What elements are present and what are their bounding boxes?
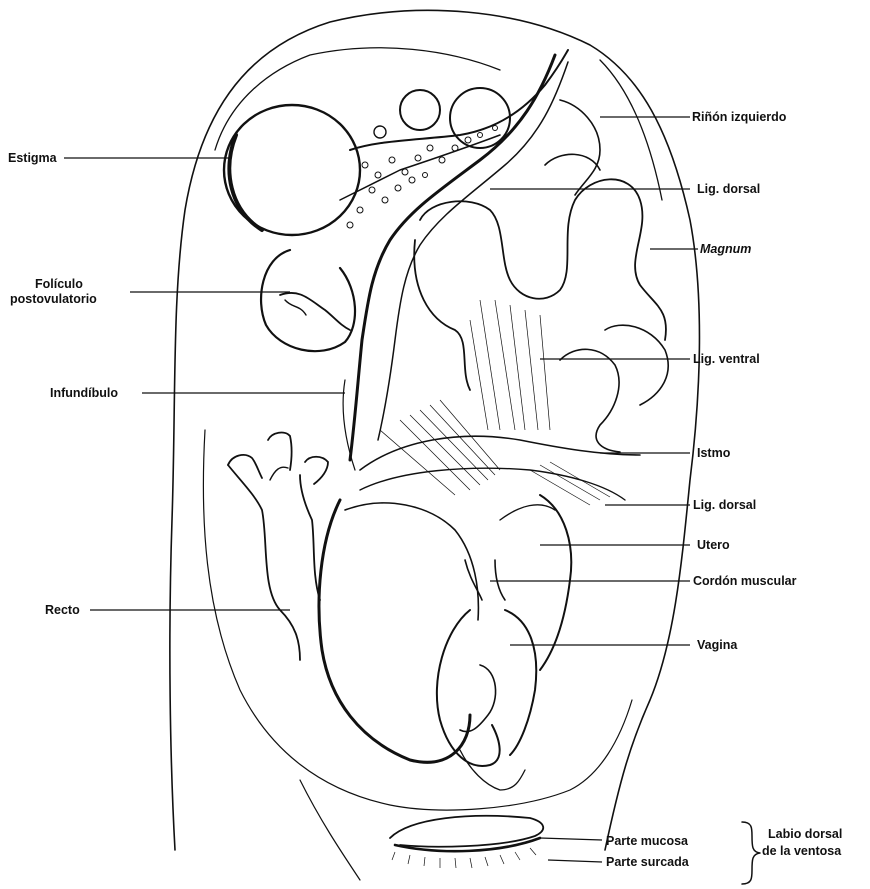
leader-lines — [64, 117, 698, 862]
label-rinon-izquierdo: Riñón izquierdo — [692, 110, 787, 124]
ventosa-lip — [390, 816, 543, 868]
label-estigma: Estigma — [8, 151, 58, 165]
follicle-small-1 — [400, 90, 440, 130]
label-recto: Recto — [45, 603, 80, 617]
brace-icon — [742, 822, 760, 884]
label-labio-line1: Labio dorsal — [768, 827, 842, 841]
label-labio-line2: de la ventosa — [762, 844, 842, 858]
label-lig-dorsal-top: Lig. dorsal — [697, 182, 760, 196]
rectum — [228, 433, 328, 660]
vagina-outline — [437, 610, 500, 766]
label-vagina: Vagina — [697, 638, 738, 652]
label-utero: Utero — [697, 538, 730, 552]
label-foliculo-line2: postovulatorio — [10, 292, 97, 306]
postovulatory-follicle — [261, 250, 355, 351]
label-lig-ventral: Lig. ventral — [693, 352, 760, 366]
label-parte-mucosa: Parte mucosa — [606, 834, 689, 848]
label-lig-dorsal-bottom: Lig. dorsal — [693, 498, 756, 512]
label-foliculo-line1: Folículo — [35, 277, 83, 291]
labels: Riñón izquierdo Lig. dorsal Magnum Lig. … — [8, 110, 842, 869]
label-magnum: Magnum — [700, 242, 751, 256]
label-infundibulo: Infundíbulo — [50, 386, 118, 400]
label-istmo: Istmo — [697, 446, 731, 460]
magnum-coils — [420, 179, 666, 340]
ovary-stroma-texture — [347, 126, 498, 229]
label-parte-surcada: Parte surcada — [606, 855, 690, 869]
uterus — [319, 495, 571, 762]
body-outline — [170, 10, 700, 880]
oviduct — [343, 55, 668, 505]
ovary — [224, 50, 568, 235]
label-cordon-muscular: Cordón muscular — [693, 574, 797, 588]
follicle-small-2 — [450, 88, 510, 148]
